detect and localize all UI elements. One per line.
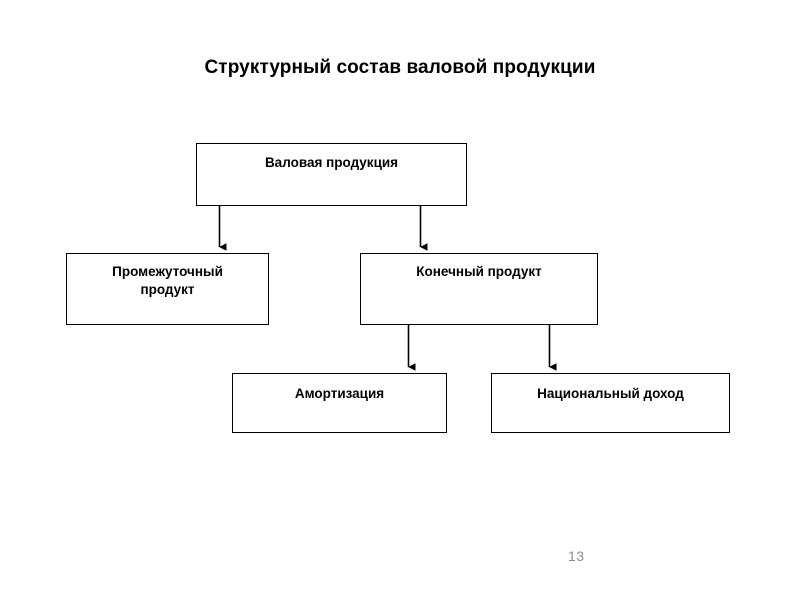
node-final-product[interactable]: Конечный продукт [360,253,598,325]
node-national-income-label: Национальный доход [537,386,684,401]
node-final-product-label: Конечный продукт [416,264,542,279]
node-depreciation-label: Амортизация [294,386,385,401]
node-gross-product-label: Валовая продукция [264,155,399,170]
page-title: Структурный состав валовой продукции [204,57,596,78]
page-number: 13 [568,548,585,564]
node-depreciation[interactable]: Амортизация [232,373,447,433]
node-national-income[interactable]: Национальный доход [491,373,730,433]
node-intermediate-product[interactable]: Промежуточный продукт [66,253,269,325]
node-gross-product[interactable]: Валовая продукция [196,143,467,206]
node-intermediate-product-label: Промежуточный продукт [112,264,223,297]
